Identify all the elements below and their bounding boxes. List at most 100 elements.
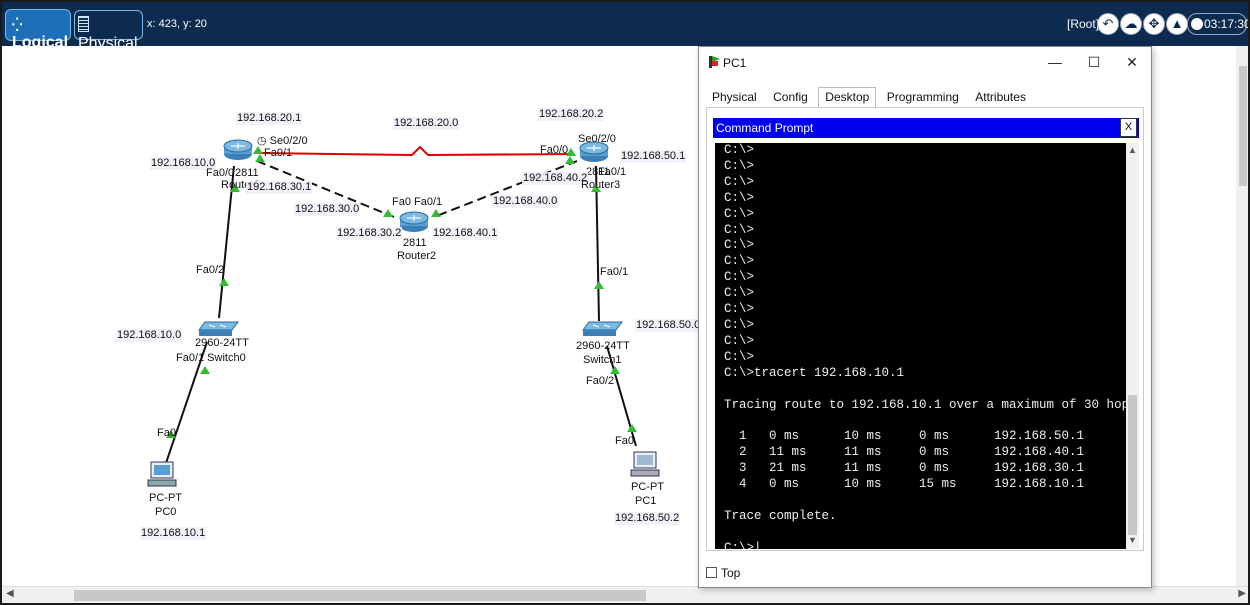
link-sw0-pc0[interactable] [164, 341, 208, 467]
checkbox-box[interactable] [706, 567, 717, 578]
r3-40-ip-label: 192.168.40.2 [522, 172, 589, 185]
sw0-uplink-label: Fa0/2 [196, 264, 225, 276]
physical-tab[interactable]: Physical [74, 10, 143, 52]
terminal-line: C:\> [724, 206, 755, 221]
terminal-line: C:\> [724, 270, 755, 285]
clock-icon [1191, 18, 1203, 30]
command-prompt-close-button[interactable]: X [1120, 118, 1137, 137]
switch1-name-label: Switch1 [583, 354, 622, 366]
maximize-icon[interactable]: ☐ [1087, 54, 1101, 70]
router2-model-label: 2811 [403, 237, 427, 249]
pc0-port-label: Fa0 [157, 427, 176, 439]
tab-attributes[interactable]: Attributes [975, 90, 1026, 104]
link-up-marker [591, 184, 601, 192]
serial-link-r0-r3[interactable] [256, 145, 573, 157]
terminal-line: C:\> [724, 238, 755, 253]
command-prompt-title: Command Prompt [713, 118, 1139, 138]
router3-icon[interactable] [579, 141, 609, 162]
link-up-marker [594, 281, 604, 289]
topology-canvas [147, 139, 660, 487]
close-icon[interactable]: ✕ [1126, 54, 1138, 70]
r0-serial-port-label: ◷ Se0/2/0 [257, 135, 308, 147]
pc0-icon[interactable] [147, 461, 177, 487]
workspace-horizontal-scrollbar[interactable]: ◀ ▶ [2, 586, 1248, 603]
r3-serial-port-label: Se0/2/0 [578, 133, 616, 145]
scroll-right-icon[interactable]: ▶ [1238, 588, 1246, 599]
terminal-output[interactable]: C:\>C:\>C:\>C:\>C:\>C:\>C:\>C:\>C:\>C:\>… [715, 143, 1126, 549]
switch1-icon[interactable] [582, 321, 623, 336]
r2-ports-label: Fa0 Fa0/1 [392, 196, 443, 208]
terminal-line: 1 0 ms 10 ms 0 ms 192.168.50.1 [724, 429, 1085, 444]
terminal-line: C:\> [724, 333, 755, 348]
scrollbar-thumb[interactable] [1128, 395, 1137, 535]
minimize-icon[interactable]: — [1048, 54, 1062, 70]
link-up-marker [166, 430, 176, 438]
back-icon[interactable]: ↶ [1097, 13, 1119, 35]
tab-physical[interactable]: Physical [712, 90, 757, 104]
pc1-ip-label: 192.168.50.2 [614, 512, 681, 525]
r0-lan-network-label: 192.168.10.0 [150, 157, 217, 170]
landscape-icon[interactable]: ▲ [1166, 13, 1188, 35]
top-checkbox[interactable]: Top [706, 566, 740, 580]
terminal-line: Tracing route to 192.168.10.1 over a max… [724, 397, 1126, 412]
terminal-line: 4 0 ms 10 ms 15 ms 192.168.10.1 [724, 477, 1085, 492]
terminal-line: 3 21 ms 11 ms 0 ms 192.168.30.1 [724, 461, 1085, 476]
terminal-scrollbar[interactable]: ▲ ▼ [1126, 143, 1139, 549]
terminal-line: C:\> [724, 317, 755, 332]
pc0-model-label: PC-PT [149, 492, 182, 504]
r0-serial-ip-label: 192.168.20.1 [236, 112, 303, 125]
physical-icon [78, 16, 89, 32]
link-up-marker [253, 146, 263, 154]
tab-config[interactable]: Config [773, 90, 808, 104]
tab-programming[interactable]: Programming [886, 90, 959, 104]
link-up-marker [565, 156, 575, 164]
root-label[interactable]: [Root] [1067, 17, 1100, 31]
packet-tracer-app-icon [709, 56, 720, 68]
router2-icon[interactable] [399, 211, 429, 232]
sw1-uplink-label: Fa0/1 [600, 266, 629, 278]
scroll-down-icon[interactable]: ▼ [1128, 535, 1137, 545]
router0-icon[interactable] [223, 139, 253, 160]
scrollbar-thumb[interactable] [74, 590, 646, 601]
link-up-marker [383, 209, 393, 217]
workspace-vertical-scrollbar[interactable] [1236, 46, 1248, 586]
terminal-line: C:\> [724, 286, 755, 301]
terminal-line: C:\> [724, 222, 755, 237]
terminal-line: Trace complete. [724, 508, 837, 523]
scrollbar-thumb[interactable] [1239, 66, 1247, 186]
window-title: PC1 [723, 56, 747, 70]
terminal-line: C:\> [724, 254, 755, 269]
simulation-clock[interactable]: 03:17:30 [1187, 13, 1248, 35]
logical-tab[interactable]: ⁛Logical [5, 9, 71, 51]
sw1-downlink-label: Fa0/2 [586, 375, 615, 387]
r3-serial-ip-label: 192.168.20.2 [538, 108, 605, 121]
pc1-name-label: PC1 [635, 495, 657, 507]
scroll-left-icon[interactable]: ◀ [6, 588, 14, 599]
r2-right-ip-label: 192.168.40.1 [432, 227, 499, 240]
r3-lan-ip-label: 192.168.50.1 [620, 150, 687, 163]
tab-desktop[interactable]: Desktop [818, 87, 877, 109]
switch0-icon[interactable] [198, 321, 239, 336]
pc0-name-label: PC0 [155, 506, 177, 518]
top-toolbar: ⁛Logical Physical x: 423, y: 20 [Root] ↶… [2, 2, 1248, 52]
pc1-port-label: Fa0 [615, 435, 634, 447]
sw0-network-label: 192.168.10.0 [116, 329, 183, 342]
window-title-bar[interactable]: PC1 — ☐ ✕ [699, 47, 1151, 77]
cloud-icon[interactable]: ☁ [1120, 13, 1142, 35]
link-r0-r2[interactable] [256, 160, 395, 218]
link-r3-r2[interactable] [433, 160, 578, 218]
cursor-coordinates: x: 423, y: 20 [147, 18, 207, 30]
terminal-line [724, 382, 1126, 398]
device-tabs: Physical Config Desktop Programming Attr… [706, 87, 1032, 109]
router3-name-label: Router3 [581, 179, 621, 191]
move-icon[interactable]: ✥ [1143, 13, 1165, 35]
r3-fa01-label: Fa0/1 [598, 166, 627, 178]
pc1-icon[interactable] [630, 451, 660, 477]
terminal-line: C:\> [724, 302, 755, 317]
terminal-line: C:\> [724, 349, 755, 364]
switch0-name-label: Fa0/1 Switch0 [176, 352, 246, 364]
scroll-up-icon[interactable]: ▲ [1128, 145, 1137, 155]
link-up-marker [610, 366, 620, 374]
link-up-marker [627, 424, 637, 432]
